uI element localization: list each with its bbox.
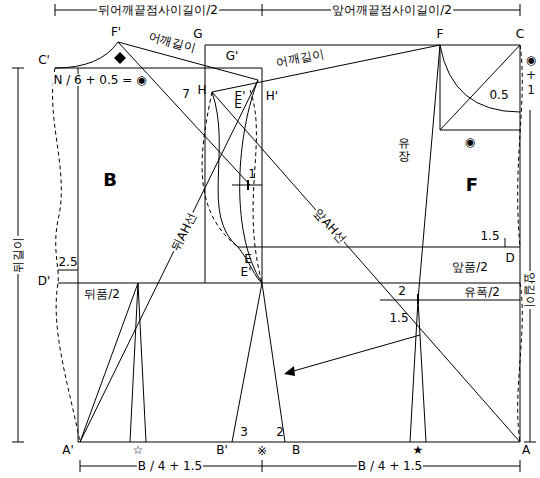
draft-label: A' — [61, 444, 75, 456]
draft-label: 뒤어깨끝점사이길이/2 — [97, 4, 219, 16]
draft-label: B / 4 + 1.5 — [137, 460, 203, 472]
draft-label: 3 — [239, 426, 249, 438]
draft-label: E — [233, 98, 243, 110]
draft-label: ◉ — [464, 136, 476, 148]
draft-label: 0.5 — [488, 89, 509, 101]
dashed-curves — [53, 45, 523, 442]
draft-label: D — [504, 252, 515, 264]
draft-label: E' — [240, 266, 253, 278]
draft-label: E — [243, 253, 253, 265]
draft-label: 1.5 — [388, 312, 409, 324]
draft-label: ◉ — [525, 54, 537, 66]
draft-label: ☆ — [132, 444, 145, 456]
draft-label: D' — [37, 275, 52, 287]
draft-label: 뒤품/2 — [83, 288, 121, 300]
draft-label: 유폭/2 — [463, 286, 501, 298]
draft-label: 앞어깨끝점사이길이/2 — [331, 4, 453, 16]
draft-label: 2 — [275, 426, 285, 438]
draft-label: 앞AH선 — [311, 206, 349, 246]
draft-label: ★ — [412, 444, 425, 456]
draft-label: N / 6 + 0.5 = ◉ — [52, 74, 147, 86]
draft-label: C — [515, 28, 525, 40]
draft-label: 뒤길이 — [12, 236, 24, 274]
draft-label: A — [521, 444, 531, 456]
marks — [114, 52, 419, 376]
draft-label: 뒤AH선 — [169, 210, 199, 254]
draft-label: 앞품/2 — [451, 261, 489, 273]
draft-label: 앞길이 — [524, 271, 536, 309]
draft-label: B' — [215, 444, 229, 456]
draft-label: 1.5 — [479, 230, 500, 242]
draft-label: G — [192, 28, 203, 40]
draft-label: ※ — [256, 445, 268, 457]
draft-label: H' — [265, 90, 279, 102]
draft-label: B — [102, 171, 118, 189]
draft-label: H — [196, 84, 207, 96]
draft-label: F' — [110, 26, 122, 38]
draft-label: 2 — [397, 285, 407, 297]
draft-label: B / 4 + 1.5 — [357, 460, 423, 472]
draft-label: B — [291, 444, 301, 456]
draft-label: G' — [225, 50, 240, 62]
draft-label: 유장 — [397, 137, 411, 163]
draft-label: 1 — [526, 84, 536, 96]
draft-label: 어깨길이 — [146, 30, 197, 55]
draft-label: C' — [37, 54, 51, 66]
draft-label: 2.5 — [57, 256, 78, 268]
draft-label: 7 — [181, 88, 191, 100]
draft-label: 1 — [247, 168, 257, 180]
draft-label: + — [525, 69, 537, 81]
draft-lines — [12, 4, 536, 472]
draft-label: 어깨길이 — [274, 47, 325, 69]
draft-label: F — [436, 28, 445, 40]
draft-label: F — [465, 176, 479, 194]
